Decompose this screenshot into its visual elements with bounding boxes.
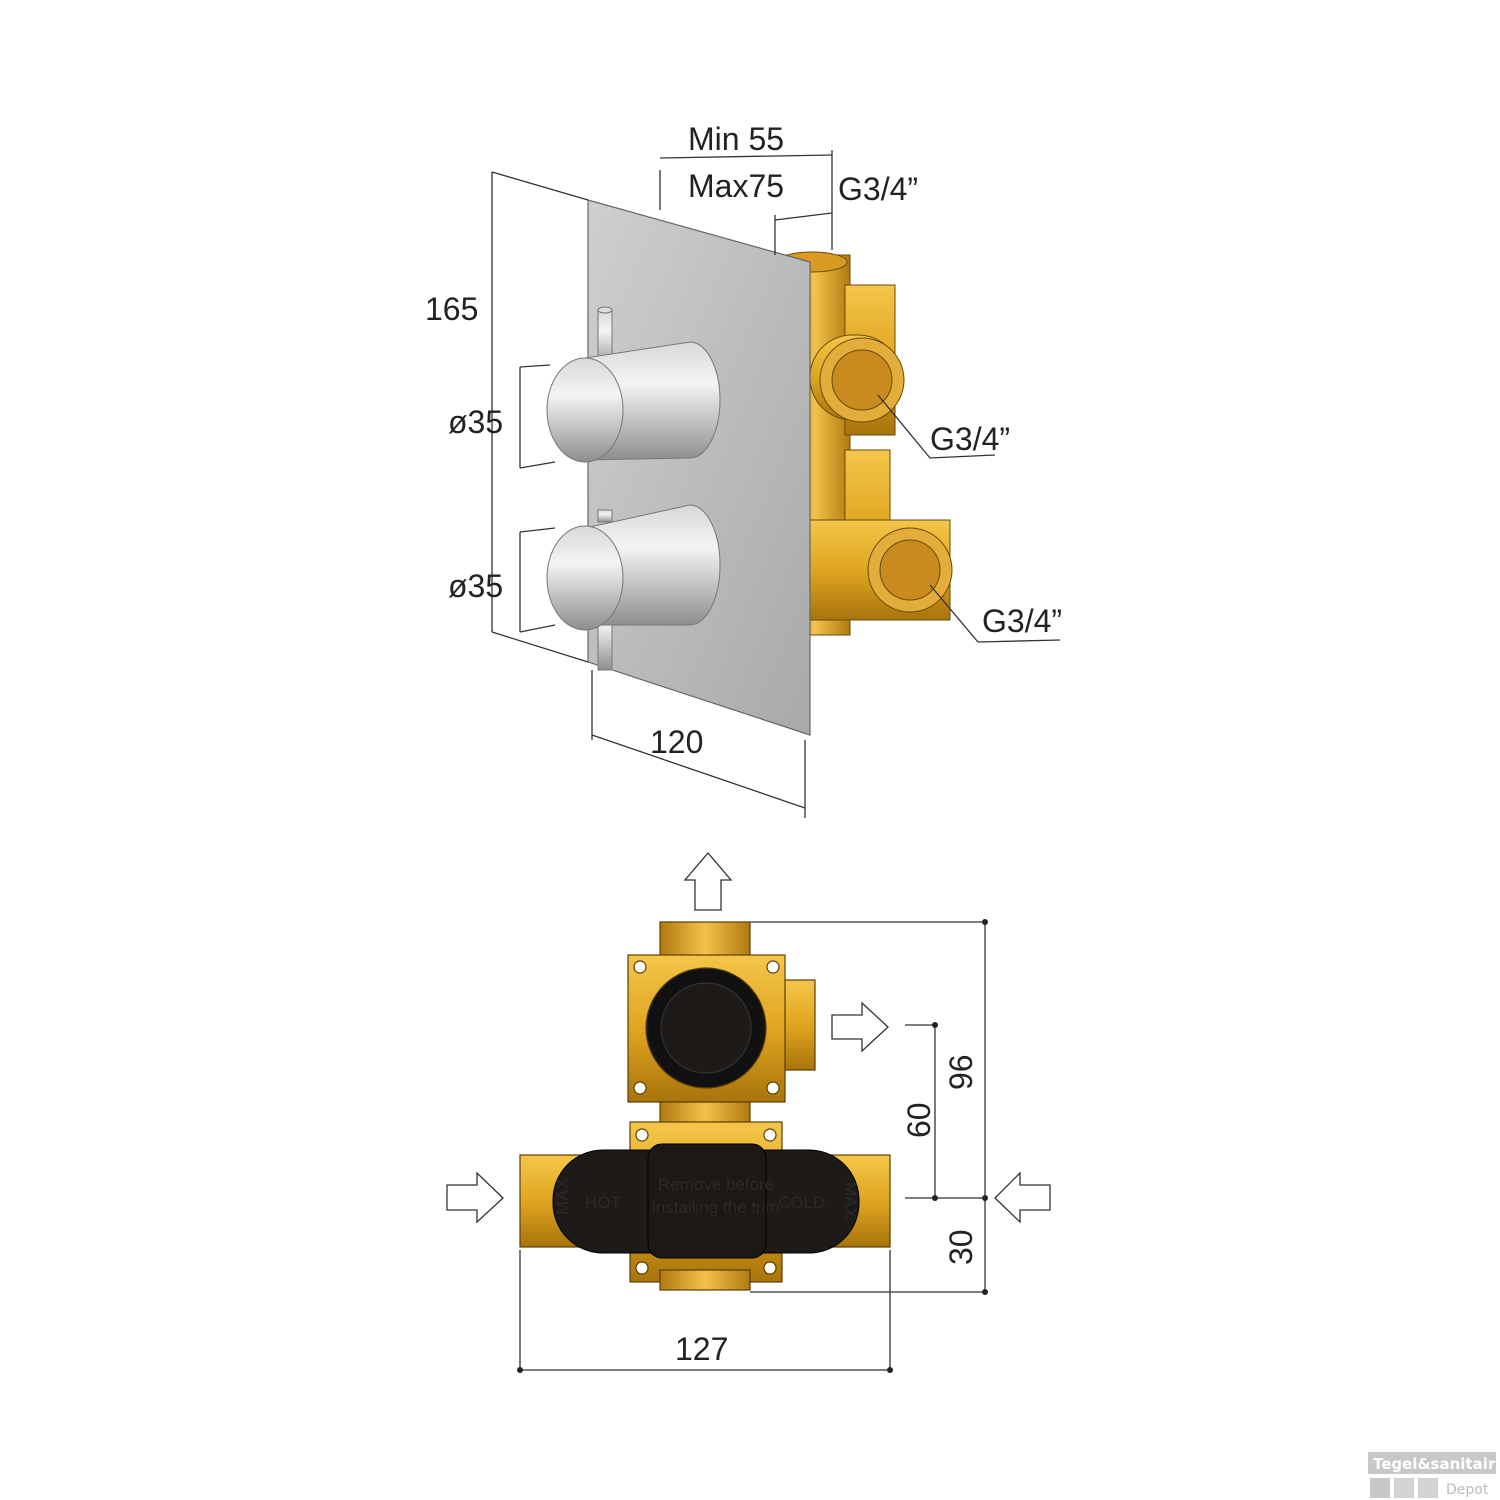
depth-max-label: Max75 <box>688 168 784 204</box>
height-outlet-label: 60 <box>901 1102 937 1138</box>
cap-notice-line2: installing the trim <box>652 1198 780 1217</box>
flow-arrows <box>446 851 1051 1224</box>
outlet-arrow-right <box>831 1001 889 1053</box>
height-inlet-label: 30 <box>943 1229 979 1265</box>
knob-upper <box>546 306 721 463</box>
depth-min-label: Min 55 <box>688 121 784 157</box>
width-label-bottom: 127 <box>675 1331 728 1367</box>
cap-label-max-left: MAX <box>553 1178 572 1215</box>
inlet-arrow-cold <box>994 1171 1051 1224</box>
knob-lower-diameter-label: ø35 <box>448 568 503 604</box>
protective-cap: HOT COLD MAX MAX Remove before installin… <box>552 1143 860 1259</box>
watermark-line1: Tegel&sanitair <box>1373 1455 1496 1473</box>
cap-notice-line1: Remove before <box>658 1175 774 1194</box>
knob-upper-diameter-label: ø35 <box>448 404 503 440</box>
connection-middle-label: G3/4” <box>930 421 1010 457</box>
valve-body-perspective <box>776 251 953 636</box>
bottom-dimension-lines <box>519 921 986 1372</box>
cover-plate <box>587 199 811 736</box>
cap-label-max-right: MAX <box>841 1182 860 1219</box>
outlet-arrow-up <box>683 851 733 911</box>
height-total-label: 96 <box>943 1054 979 1090</box>
connection-bottom-label: G3/4” <box>982 603 1062 639</box>
cap-label-hot: HOT <box>585 1193 621 1212</box>
watermark-line2: Depot <box>1446 1482 1489 1498</box>
connection-top-label: G3/4” <box>838 171 918 207</box>
width-label: 120 <box>650 724 703 760</box>
knob-lower <box>546 504 721 671</box>
inlet-arrow-hot <box>446 1171 504 1224</box>
cap-label-cold: COLD <box>778 1193 825 1212</box>
top-dimension-lines <box>491 150 1061 818</box>
watermark-logo: Tegel&sanitair Depot <box>1368 1452 1496 1498</box>
height-label: 165 <box>425 291 478 327</box>
